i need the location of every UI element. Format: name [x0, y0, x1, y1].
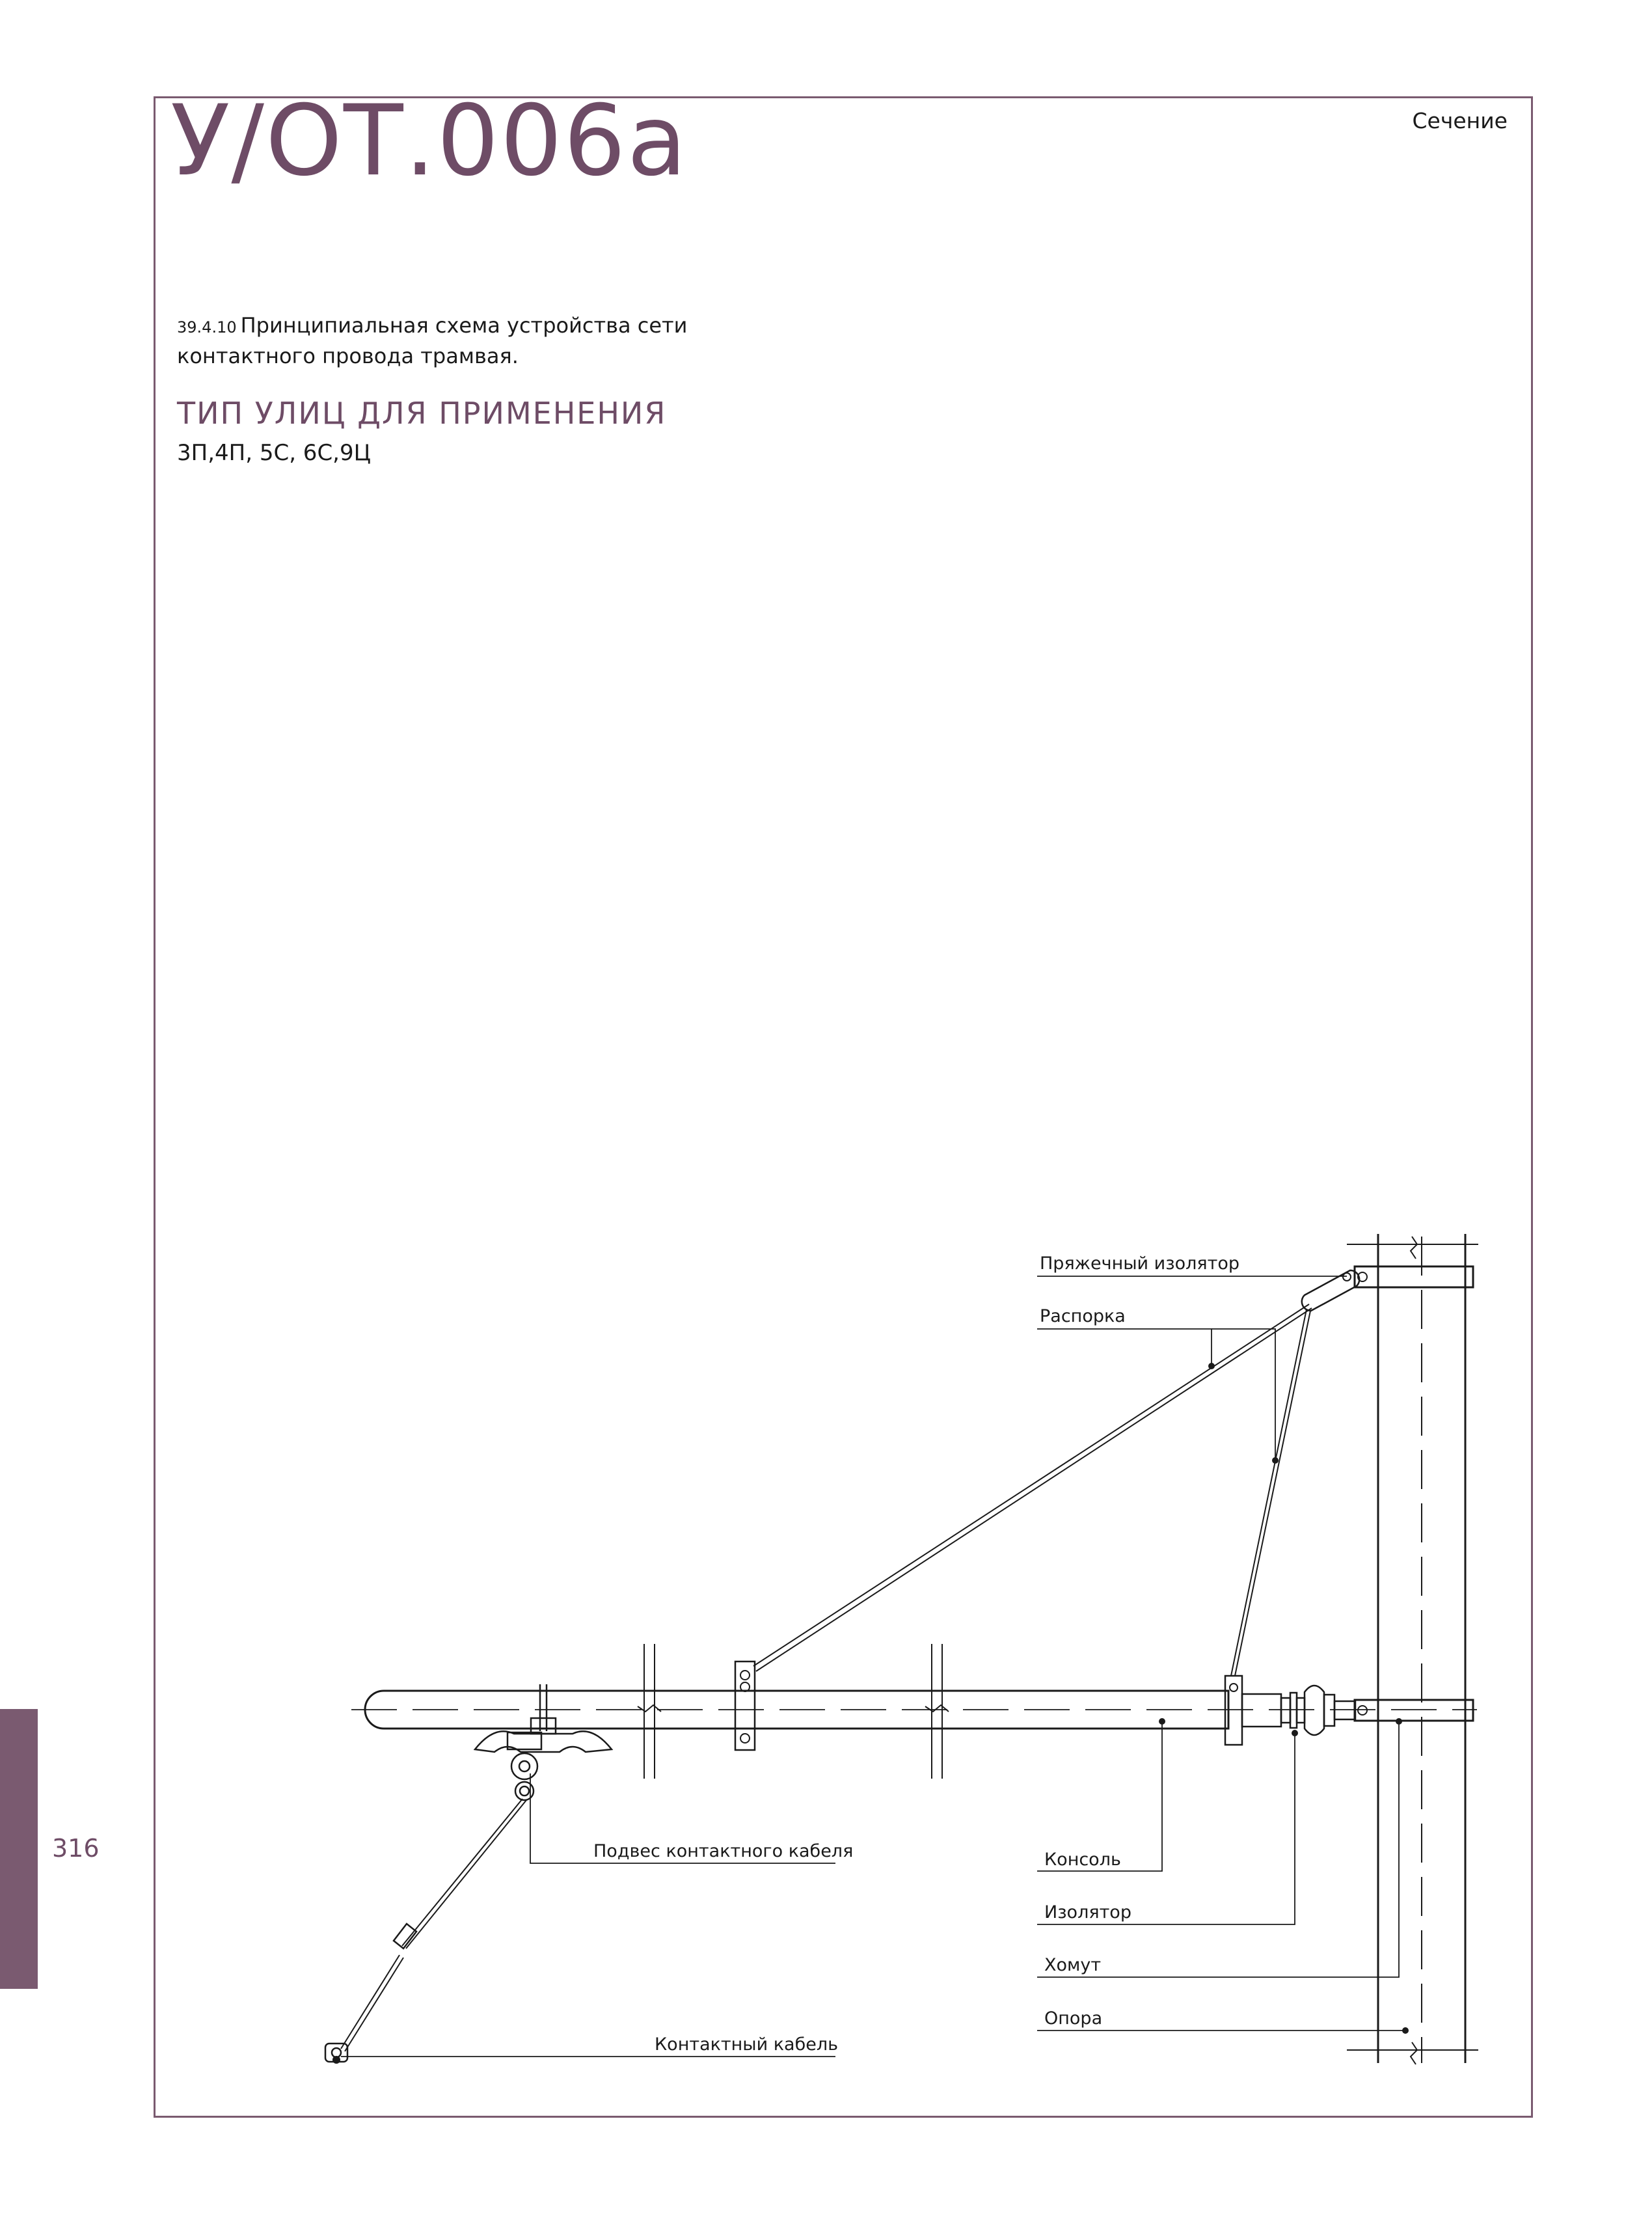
lower-clamp	[1353, 1699, 1474, 1722]
caption-number: 39.4.10	[177, 318, 237, 336]
side-tab	[0, 1709, 38, 1989]
street-types-heading: ТИП УЛИЦ ДЛЯ ПРИМЕНЕНИЯ	[177, 396, 667, 431]
label-clamp: Хомут	[1044, 1955, 1101, 1975]
page-frame	[154, 96, 1533, 2118]
leader-lines	[341, 1276, 1405, 2057]
strain-insulator	[1301, 1269, 1361, 1312]
label-pole: Опора	[1044, 2008, 1102, 2029]
pole	[1347, 1234, 1478, 2065]
console-insulator	[1241, 1684, 1357, 1736]
label-contact-cable: Контактный кабель	[655, 2034, 838, 2055]
console-tube	[351, 1644, 1477, 1779]
label-cable-suspension: Подвес контактного кабеля	[593, 1841, 853, 1861]
leader-dots	[332, 1363, 1409, 2064]
upper-clamp	[1353, 1265, 1474, 1289]
strut-wires	[753, 1304, 1312, 1676]
page-number: 316	[52, 1834, 100, 1863]
label-strain-insulator: Пряжечный изолятор	[1040, 1253, 1239, 1274]
cable-suspension	[473, 1684, 614, 1801]
caption-text: Принципиальная схема устройства сети кон…	[177, 313, 688, 368]
hanger-wire	[340, 1798, 527, 2052]
label-console: Консоль	[1044, 1850, 1121, 1870]
document-code: У/ОТ.006а	[170, 85, 688, 198]
street-types-values: 3П,4П, 5С, 6С,9Ц	[177, 440, 372, 466]
section-label: Сечение	[1412, 108, 1508, 133]
strut-clamp	[734, 1660, 756, 1751]
label-strut: Распорка	[1040, 1306, 1126, 1326]
label-insulator: Изолятор	[1044, 1902, 1131, 1922]
